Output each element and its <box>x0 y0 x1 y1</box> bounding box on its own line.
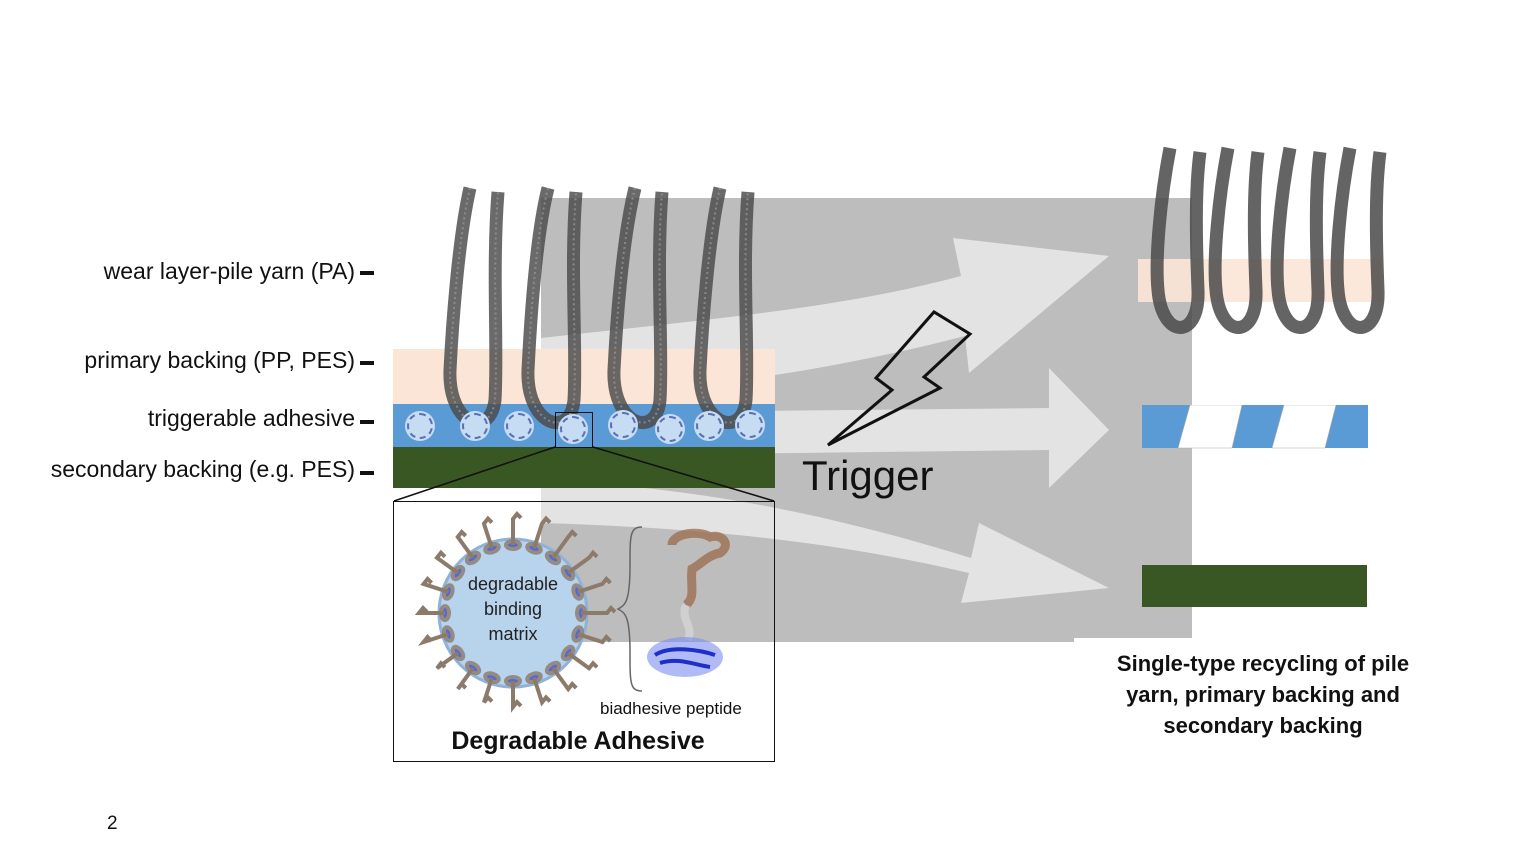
peptide-strand <box>566 651 599 671</box>
adhesive-particle <box>657 416 683 442</box>
yarn-loop <box>693 186 755 429</box>
peptide-strand <box>434 549 460 575</box>
label-primary-backing: primary backing (PP, PES) <box>84 347 355 373</box>
peptide-strand <box>511 681 523 713</box>
zoom-connector-lines <box>393 446 775 502</box>
matrix-label-line: binding <box>483 599 543 619</box>
peptide-strand <box>581 605 617 615</box>
page-number: 2 <box>107 813 118 834</box>
separated-secondary-backing <box>1142 565 1367 607</box>
adhesive-particle <box>462 413 488 439</box>
peptide-strand <box>577 575 612 594</box>
recycling-caption: Single-type recycling of pile yarn, prim… <box>1083 648 1443 741</box>
separated-pile-yarn <box>1150 146 1387 334</box>
peptide-strand <box>456 666 475 691</box>
arrow-down <box>541 480 1109 603</box>
biadhesive-peptide-label: biadhesive peptide <box>600 699 742 718</box>
yarn-loop <box>607 186 669 429</box>
inset-title: Degradable Adhesive <box>451 727 705 755</box>
peptide-strand <box>414 605 445 615</box>
yarn-loop <box>1150 146 1207 334</box>
peptide-strand <box>455 528 475 560</box>
caption-line: Single-type recycling of pile <box>1116 651 1410 676</box>
biadhesive-peptide-icon <box>647 528 730 677</box>
label-secondary-backing: secondary backing (e.g. PES) <box>50 456 355 482</box>
adhesive-particle-illustration <box>414 511 730 713</box>
caption-line: secondary backing <box>1163 713 1363 738</box>
background-panel-lower <box>541 620 1074 642</box>
matrix-label-line: degradable <box>467 574 559 594</box>
label-tick <box>360 420 374 424</box>
peptide-strand <box>532 515 552 549</box>
lightning-bolt-icon <box>827 310 973 447</box>
yarn-loop <box>521 186 583 429</box>
adhesive-particle <box>560 416 586 442</box>
label-tick <box>360 471 374 475</box>
adhesive-particle <box>610 412 636 438</box>
yarn-loop <box>1270 146 1327 334</box>
zoom-highlight-box <box>555 412 593 448</box>
degradable-adhesive-inset <box>393 501 775 762</box>
yarn-loop <box>1208 146 1265 334</box>
adhesive-particle <box>407 413 433 439</box>
peptide-strand <box>551 666 578 693</box>
adhesive-particle <box>506 413 532 439</box>
matrix-label-line: matrix <box>488 624 538 644</box>
adhesive-particle <box>696 413 722 439</box>
peptide-strand <box>551 528 578 560</box>
pile-yarn-loops <box>443 186 755 429</box>
trigger-label: Trigger <box>802 452 934 499</box>
secondary-backing-layer <box>393 447 775 488</box>
peptide-strand <box>417 632 449 647</box>
label-tick <box>360 271 374 275</box>
peptide-strand <box>511 511 523 545</box>
peptide-strand <box>435 651 460 670</box>
peptide-strand <box>577 632 612 645</box>
peptide-strand <box>482 677 494 704</box>
arrow-middle <box>541 368 1109 488</box>
caption-line: yarn, primary backing and <box>1126 682 1400 707</box>
peptide-strand <box>566 549 599 575</box>
yarn-loop <box>1330 146 1387 334</box>
separated-adhesive-degraded <box>1142 405 1368 449</box>
adhesive-particle <box>737 412 763 438</box>
label-tick <box>360 361 374 365</box>
peptide-strand <box>481 515 494 549</box>
peptide-strand <box>420 575 449 594</box>
peptide-strand <box>532 677 552 707</box>
matrix-label: degradable binding matrix <box>440 572 586 647</box>
yarn-loop <box>443 186 505 429</box>
label-triggerable-adhesive: triggerable adhesive <box>147 405 355 431</box>
label-wear-layer: wear layer-pile yarn (PA) <box>103 258 355 284</box>
